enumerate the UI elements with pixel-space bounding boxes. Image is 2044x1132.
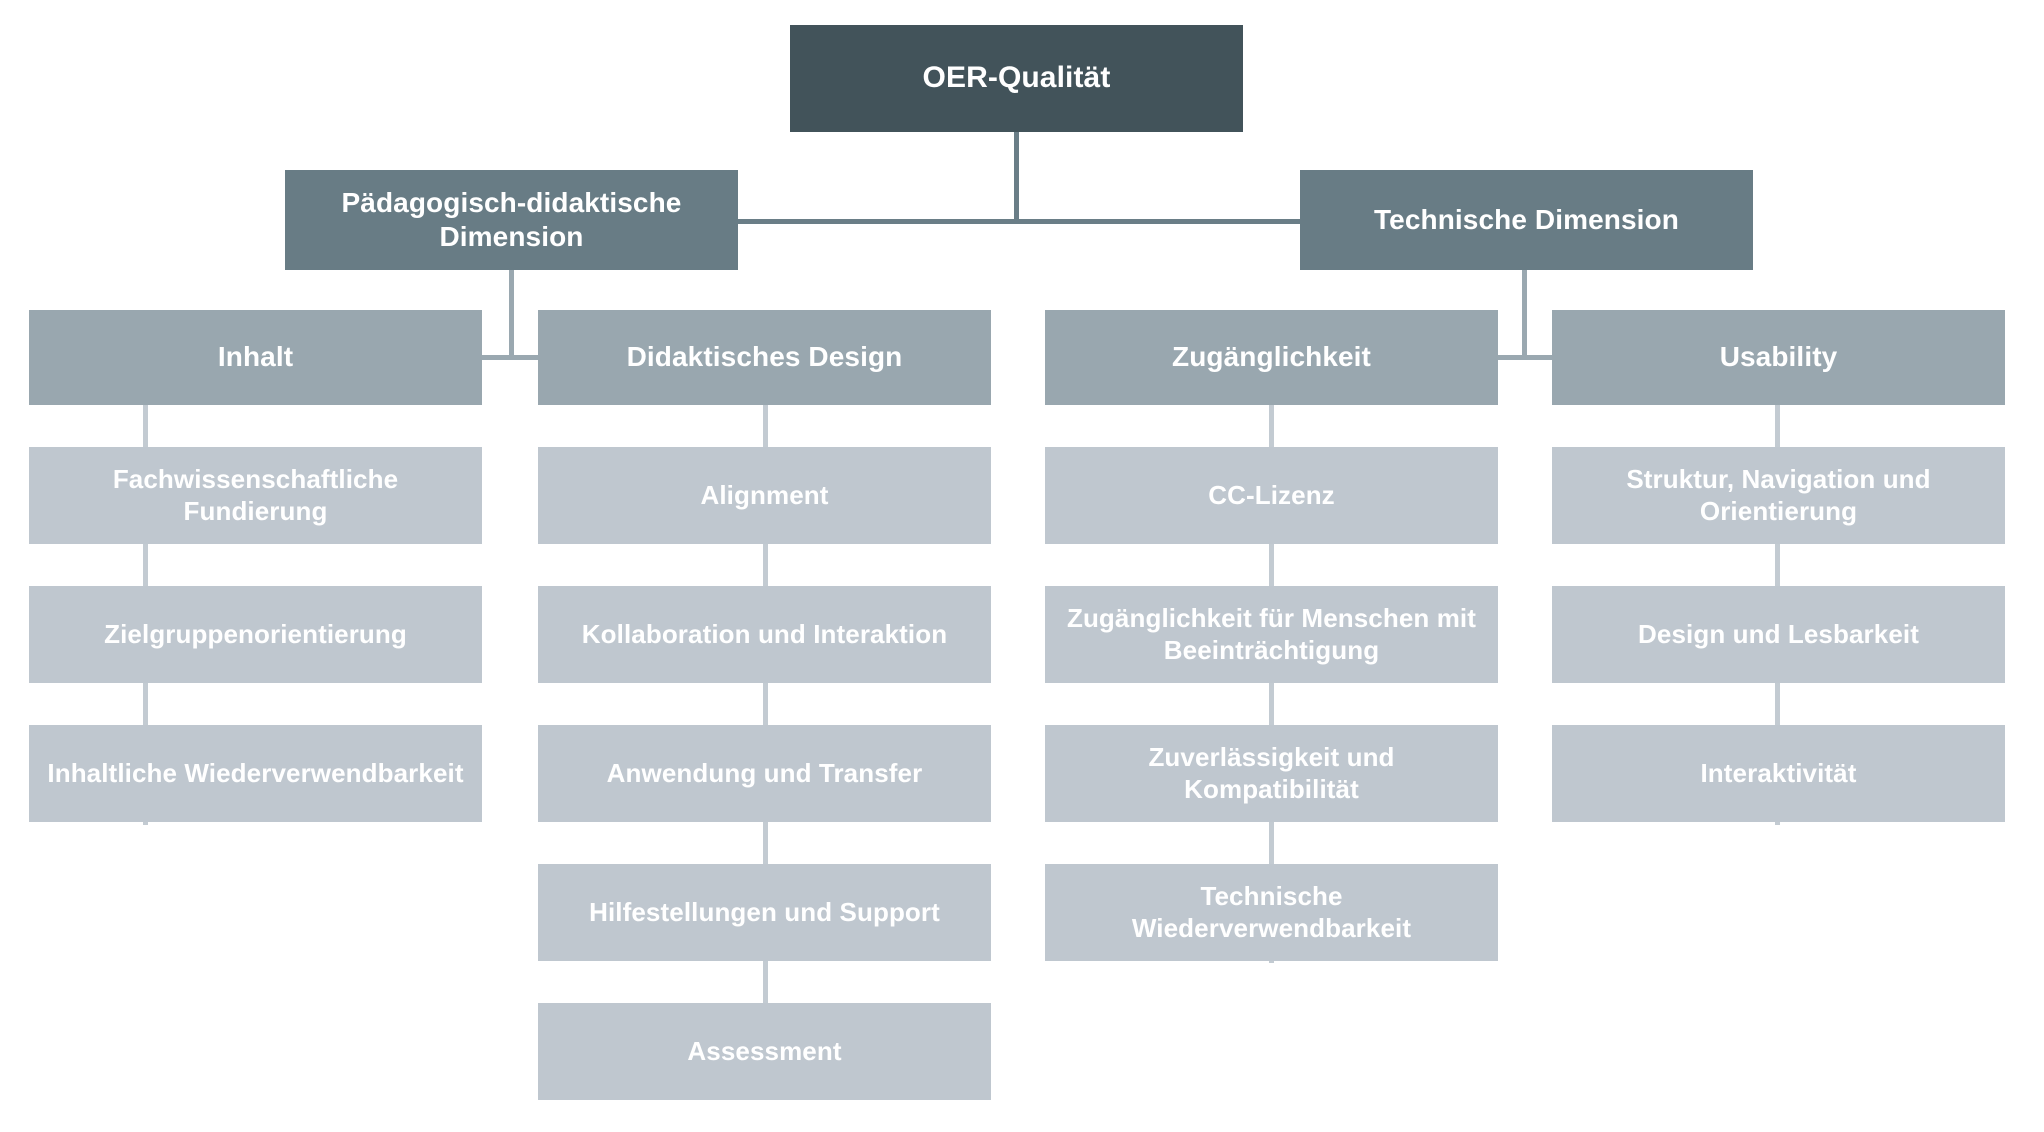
node-dimension-technische[interactable]: Technische Dimension <box>1300 170 1753 270</box>
node-criterion-fachwissenschaftliche-fundierung[interactable]: Fachwissenschaftliche Fundierung <box>29 447 482 544</box>
node-criterion-design-und-lesbarkeit[interactable]: Design und Lesbarkeit <box>1552 586 2005 683</box>
node-criterion-struktur-navigation-und-orientierung[interactable]: Struktur, Navigation und Orientierung <box>1552 447 2005 544</box>
node-root-oer-qualitaet[interactable]: OER-Qualität <box>790 25 1243 132</box>
connector-root-horizontal <box>737 219 1300 224</box>
node-criterion-zuverlaessigkeit-und-kompatibilitaet[interactable]: Zuverlässigkeit und Kompatibilität <box>1045 725 1498 822</box>
connector-root-stem <box>1014 132 1019 222</box>
node-category-inhalt[interactable]: Inhalt <box>29 310 482 405</box>
node-category-didaktisches-design[interactable]: Didaktisches Design <box>538 310 991 405</box>
node-criterion-cc-lizenz[interactable]: CC-Lizenz <box>1045 447 1498 544</box>
node-criterion-technische-wiederverwendbarkeit[interactable]: Technische Wiederverwendbarkeit <box>1045 864 1498 961</box>
connector-technical-stem <box>1522 270 1527 358</box>
node-criterion-inhaltliche-wiederverwendbarkeit[interactable]: Inhaltliche Wiederverwendbarkeit <box>29 725 482 822</box>
connector-column-zugaenglichkeit <box>1269 405 1274 963</box>
node-criterion-zielgruppenorientierung[interactable]: Zielgruppenorientierung <box>29 586 482 683</box>
node-criterion-interaktivitaet[interactable]: Interaktivität <box>1552 725 2005 822</box>
node-criterion-assessment[interactable]: Assessment <box>538 1003 991 1100</box>
node-category-zugaenglichkeit[interactable]: Zugänglichkeit <box>1045 310 1498 405</box>
connector-pedagogical-stem <box>509 270 514 358</box>
node-criterion-anwendung-und-transfer[interactable]: Anwendung und Transfer <box>538 725 991 822</box>
node-category-usability[interactable]: Usability <box>1552 310 2005 405</box>
node-criterion-zugaenglichkeit-fuer-menschen-mit-beeintraechtigung[interactable]: Zugänglichkeit für Menschen mit Beeinträ… <box>1045 586 1498 683</box>
node-criterion-kollaboration-und-interaktion[interactable]: Kollaboration und Interaktion <box>538 586 991 683</box>
node-criterion-hilfestellungen-und-support[interactable]: Hilfestellungen und Support <box>538 864 991 961</box>
node-criterion-alignment[interactable]: Alignment <box>538 447 991 544</box>
node-dimension-paedagogisch-didaktische[interactable]: Pädagogisch-didaktische Dimension <box>285 170 738 270</box>
